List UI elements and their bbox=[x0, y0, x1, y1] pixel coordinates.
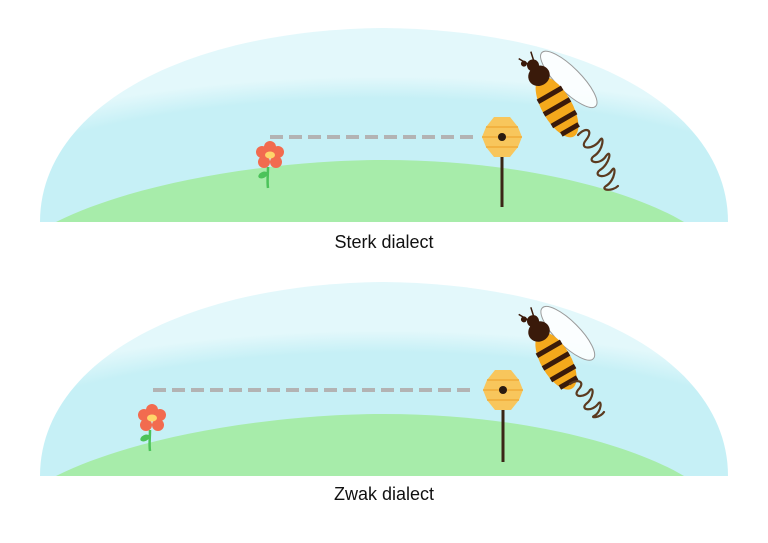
flower-icon bbox=[256, 141, 284, 189]
grass-hill bbox=[56, 414, 684, 476]
beehive-icon bbox=[483, 370, 523, 462]
bee-icon bbox=[518, 50, 598, 138]
grass-hill bbox=[56, 160, 684, 222]
flower-icon bbox=[138, 404, 166, 452]
caption-strong-dialect: Sterk dialect bbox=[334, 232, 434, 252]
panel-weak-dialect bbox=[40, 282, 728, 476]
caption-weak-dialect: Zwak dialect bbox=[333, 484, 435, 504]
waggle-trail-icon bbox=[568, 380, 606, 419]
bee-icon bbox=[518, 306, 596, 390]
beehive-icon bbox=[482, 117, 522, 207]
panel-strong-dialect bbox=[40, 28, 728, 222]
waggle-trail-icon bbox=[576, 128, 620, 191]
